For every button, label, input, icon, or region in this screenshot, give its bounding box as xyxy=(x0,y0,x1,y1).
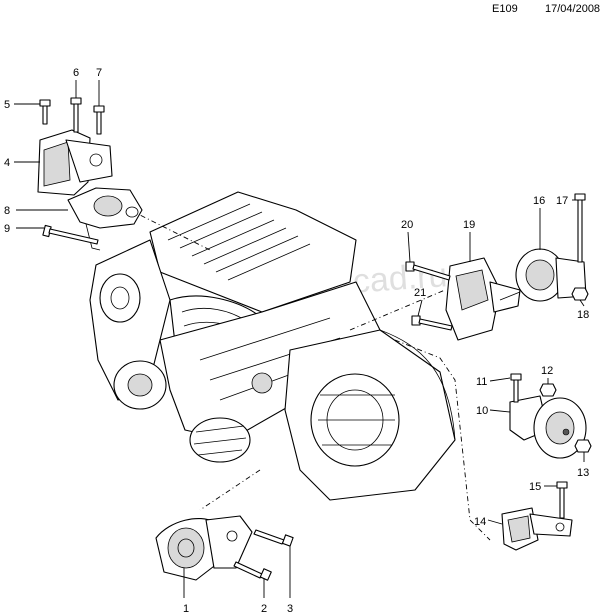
part-1-mount xyxy=(155,515,253,581)
callout-10: 10 xyxy=(476,405,488,417)
callout-8: 8 xyxy=(4,205,10,217)
callout-14: 14 xyxy=(474,516,486,528)
part-21-bolt xyxy=(411,315,453,331)
part-14-mount xyxy=(501,507,573,551)
callout-2: 2 xyxy=(261,603,267,615)
part-18-nut xyxy=(571,287,589,301)
callout-12: 12 xyxy=(541,365,553,377)
part-12-nut xyxy=(539,383,557,397)
assembly-line-front xyxy=(199,469,261,511)
callout-17: 17 xyxy=(556,195,568,207)
assembly-line-rear xyxy=(394,339,491,541)
part-19-bracket xyxy=(445,257,521,341)
callout-18: 18 xyxy=(577,309,589,321)
callout-13: 13 xyxy=(577,467,589,479)
callout-21: 21 xyxy=(414,287,426,299)
callout-4: 4 xyxy=(4,157,10,169)
callout-5: 5 xyxy=(4,99,10,111)
callout-19: 19 xyxy=(463,219,475,231)
part-11-bolt xyxy=(510,373,522,403)
assembly-line-right xyxy=(349,289,446,331)
callout-6: 6 xyxy=(73,67,79,79)
part-3-bolt xyxy=(253,529,294,547)
callout-16: 16 xyxy=(533,195,545,207)
callout-1: 1 xyxy=(183,603,189,615)
assembly-line-left xyxy=(129,209,211,251)
callout-numbers: 1 2 3 4 5 6 7 8 9 10 11 12 13 14 15 16 1… xyxy=(4,67,589,615)
callout-3: 3 xyxy=(287,603,293,615)
part-2-bolt xyxy=(233,561,272,581)
callout-11: 11 xyxy=(476,376,487,388)
part-9-bolt xyxy=(42,224,99,245)
part-17-bolt xyxy=(574,193,586,263)
part-5-bolt xyxy=(39,99,51,125)
callout-20: 20 xyxy=(401,219,413,231)
part-8-mount xyxy=(67,187,143,251)
leader-lines xyxy=(14,80,585,598)
part-7-bolt xyxy=(93,105,105,135)
part-13-nut xyxy=(574,439,592,453)
diagram-code: E109 xyxy=(492,3,518,15)
part-4-bracket xyxy=(37,129,113,196)
callout-15: 15 xyxy=(529,481,541,493)
callout-7: 7 xyxy=(96,67,102,79)
callout-9: 9 xyxy=(4,223,10,235)
diagram-date: 17/04/2008 xyxy=(545,3,600,15)
engine-assembly xyxy=(89,191,456,501)
part-15-bolt xyxy=(556,481,568,519)
part-16-mount xyxy=(499,248,587,302)
part-10-mount xyxy=(509,395,587,459)
part-6-bolt xyxy=(70,97,82,133)
